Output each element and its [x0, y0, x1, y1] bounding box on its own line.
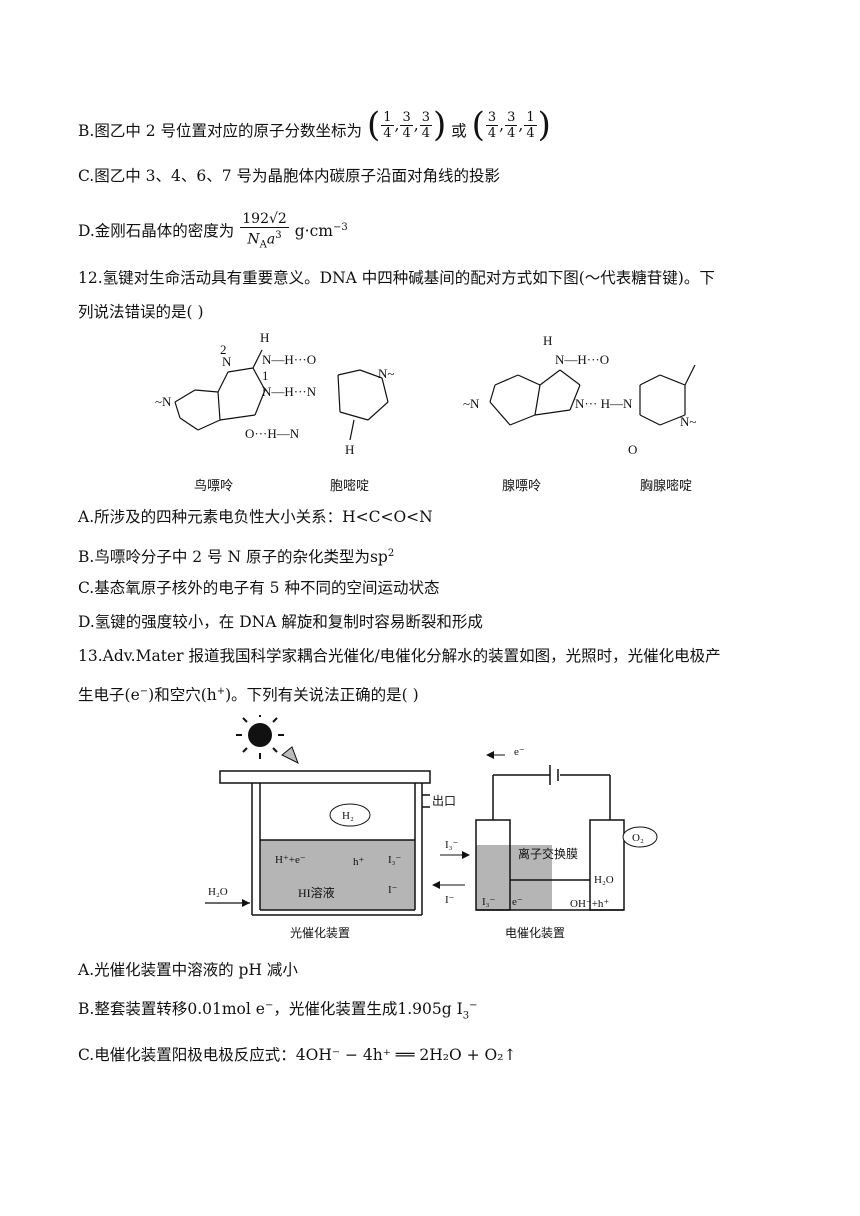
svg-text:N~: N~ [378, 366, 394, 381]
label-thymine: 胸腺嘧啶 [640, 478, 692, 493]
q13-option-c: C.电催化装置阳极电极反应式：4OH⁻ − 4h⁺ ══ 2H₂O + O₂↑ [78, 1046, 517, 1064]
q12-stem-line2: 列说法错误的是( ) [78, 303, 204, 321]
q12-option-b: B.鸟嘌呤分子中 2 号 N 原子的杂化类型为sp2 [78, 548, 395, 567]
q13-option-b: B.整套装置转移0.01mol e−，光催化装置生成1.905g I3− [78, 1000, 478, 1022]
svg-text:N—H···N: N—H···N [262, 384, 317, 399]
q11-option-d: D.金刚石晶体的密度为 192√2 NAa3 g·cm−3 [78, 211, 348, 251]
sun-icon [236, 715, 299, 765]
q13-stem-line2: 生电子(e−)和空穴(h+)。下列有关说法正确的是( ) [78, 686, 419, 705]
svg-text:~N: ~N [155, 394, 172, 409]
svg-text:N~: N~ [680, 414, 696, 429]
svg-text:OH⁻+h⁺: OH⁻+h⁺ [570, 898, 609, 910]
svg-text:H₂: H₂ [342, 810, 354, 822]
svg-text:出口: 出口 [432, 794, 456, 808]
svg-text:H₂O: H₂O [208, 886, 228, 898]
svg-text:h⁺: h⁺ [353, 856, 365, 868]
svg-text:I⁻: I⁻ [445, 894, 455, 906]
label-guanine: 鸟嘌呤 [194, 478, 233, 493]
svg-text:光催化装置: 光催化装置 [290, 926, 350, 940]
svg-text:HI溶液: HI溶液 [298, 885, 335, 900]
q11-option-b-text: B.图乙中 2 号位置对应的原子分数坐标为 [78, 122, 363, 140]
water-splitting-device-diagram: H₂ H⁺+e⁻ h⁺ I₃⁻ I⁻ H₂O I₃⁻ I⁻ e⁻ I₃⁻ e⁻ … [205, 715, 658, 940]
svg-text:I⁻: I⁻ [388, 884, 398, 896]
svg-text:2: 2 [220, 342, 227, 357]
label-adenine: 腺嘌呤 [502, 478, 541, 493]
q12-option-d: D.氢键的强度较小，在 DNA 解旋和复制时容易断裂和形成 [78, 613, 483, 631]
svg-text:N—H···O: N—H···O [555, 352, 609, 367]
svg-text:H: H [543, 333, 552, 348]
svg-text:离子交换膜: 离子交换膜 [518, 846, 578, 861]
q11-option-c: C.图乙中 3、4、6、7 号为晶胞体内碳原子沿面对角线的投影 [78, 167, 501, 185]
q12-option-a: A.所涉及的四种元素电负性大小关系：H<C<O<N [78, 508, 433, 526]
svg-text:N··· H—N: N··· H—N [575, 396, 633, 411]
or-text: 或 [451, 122, 467, 140]
q13-option-a: A.光催化装置中溶液的 pH 减小 [78, 961, 298, 979]
q12-stem-line1: 12.氢键对生命活动具有重要意义。DNA 中四种碱基间的配对方式如下图(～代表糖… [78, 269, 715, 287]
svg-text:O: O [628, 442, 637, 457]
svg-text:I₃⁻: I₃⁻ [445, 839, 458, 851]
svg-text:1: 1 [262, 368, 269, 383]
svg-text:O···H—N: O···H—N [245, 426, 300, 441]
svg-text:e⁻: e⁻ [512, 896, 523, 908]
svg-text:H: H [345, 442, 354, 457]
q12-option-c: C.基态氧原子核外的电子有 5 种不同的空间运动状态 [78, 579, 440, 597]
svg-text:I₃⁻: I₃⁻ [388, 854, 401, 866]
svg-text:e⁻: e⁻ [514, 746, 525, 758]
svg-text:~N: ~N [463, 396, 480, 411]
svg-text:N—H···O: N—H···O [262, 352, 316, 367]
dna-base-pair-diagram: H N—H···O N 2 1 N—H···N O···H—N H N~ ~N … [155, 330, 696, 493]
svg-text:N: N [222, 354, 232, 369]
svg-text:电催化装置: 电催化装置 [505, 926, 565, 940]
svg-text:O₂: O₂ [632, 832, 644, 844]
q13-stem-line1: 13.Adv.Mater 报道我国科学家耦合光催化/电催化分解水的装置如图，光照… [78, 647, 721, 665]
label-cytosine: 胞嘧啶 [330, 478, 369, 493]
svg-text:I₃⁻: I₃⁻ [482, 896, 495, 908]
svg-text:H₂O: H₂O [594, 874, 614, 886]
density-fraction: 192√2 NAa3 [240, 211, 289, 251]
svg-text:H⁺+e⁻: H⁺+e⁻ [275, 854, 306, 866]
svg-text:H: H [260, 330, 269, 345]
